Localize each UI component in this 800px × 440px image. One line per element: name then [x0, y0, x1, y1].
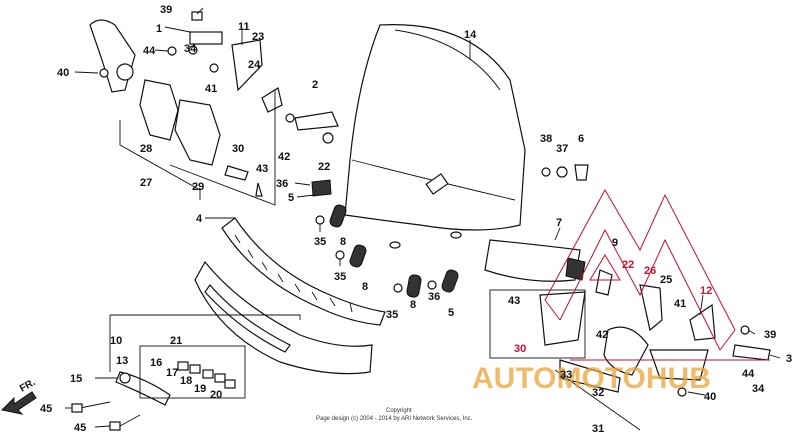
front-direction-indicator: FR. [0, 377, 38, 415]
callout-14: 14 [464, 29, 477, 41]
callout-21: 21 [170, 335, 182, 347]
callout-8-b: 8 [362, 281, 368, 293]
callout-31: 31 [592, 423, 604, 435]
callout-40-b: 40 [704, 391, 716, 403]
callout-23: 23 [252, 31, 264, 43]
callout-30: 30 [232, 143, 244, 155]
callout-42: 42 [278, 151, 290, 163]
callout-3: 3 [786, 353, 792, 365]
callout-15: 15 [70, 373, 82, 385]
lower-right-assembly [539, 269, 771, 397]
callout-22: 22 [318, 161, 330, 173]
callout-37: 37 [556, 143, 568, 155]
copyright-title: Copyright [386, 408, 412, 414]
callout-20: 20 [210, 389, 222, 401]
callout-35: 35 [314, 236, 326, 248]
callout-44: 44 [143, 45, 156, 57]
callout-16: 16 [150, 357, 162, 369]
callout-40: 40 [57, 67, 69, 79]
windscreen [344, 24, 526, 249]
callout-18: 18 [180, 375, 192, 387]
callout-44-b: 44 [742, 368, 755, 380]
callout-35-b: 35 [334, 271, 346, 283]
callout-13: 13 [116, 355, 128, 367]
callout-25: 25 [660, 274, 672, 286]
callout-28: 28 [140, 143, 152, 155]
callout-45-b: 45 [74, 422, 86, 434]
callout-12: 12 [700, 285, 712, 297]
callout-34-b: 34 [752, 383, 765, 395]
callout-30-b: 30 [514, 343, 526, 355]
callout-41: 41 [205, 83, 217, 95]
callout-19: 19 [194, 383, 206, 395]
callout-1: 1 [156, 23, 162, 35]
watermark-text: AUTOMOTOHUB [472, 362, 711, 395]
watermark-logo: AUTOMOTOHUB [472, 188, 770, 395]
hardware-top-right [541, 164, 589, 181]
callout-32: 32 [592, 387, 604, 399]
callout-26: 26 [644, 265, 656, 277]
callout-11: 11 [238, 21, 250, 33]
inner-cowl [194, 260, 373, 375]
bracket-29 [174, 99, 221, 166]
callout-36: 36 [276, 178, 288, 190]
callout-43: 43 [256, 163, 268, 175]
screws-35 [315, 215, 437, 293]
small-fasteners-top [99, 11, 339, 197]
callout-39: 39 [160, 4, 172, 16]
callout-42-b: 42 [596, 329, 608, 341]
callout-38: 38 [540, 133, 552, 145]
callout-10: 10 [110, 335, 122, 347]
callout-5-b: 5 [448, 307, 454, 319]
callout-6: 6 [578, 133, 584, 145]
group-boxes [109, 90, 641, 431]
callout-34: 34 [184, 43, 197, 55]
callout-5: 5 [288, 192, 294, 204]
callout-33: 33 [560, 369, 572, 381]
callout-labels: 39 1 11 23 44 34 40 24 41 2 28 27 30 43 … [40, 4, 792, 435]
callout-2: 2 [312, 79, 318, 91]
callout-45: 45 [40, 403, 52, 415]
front-label: FR. [18, 377, 38, 395]
lower-left-bracket-group [71, 361, 236, 431]
mirror-assembly [89, 19, 179, 141]
callout-22-b: 22 [622, 259, 634, 271]
callout-7: 7 [556, 217, 562, 229]
copyright-notice: Page design (c) 2004 - 2014 by ARI Netwo… [316, 416, 473, 422]
callout-27: 27 [140, 177, 152, 189]
callout-8: 8 [340, 236, 346, 248]
callout-17: 17 [166, 367, 178, 379]
right-side-panel [484, 239, 586, 282]
callout-41-b: 41 [674, 298, 686, 310]
callout-4: 4 [196, 213, 203, 225]
callout-36-b: 36 [428, 291, 440, 303]
callout-9: 9 [612, 237, 618, 249]
callout-24: 24 [248, 59, 261, 71]
callout-8-c: 8 [410, 299, 416, 311]
callout-43-b: 43 [508, 295, 520, 307]
callout-29: 29 [192, 181, 204, 193]
lower-trim-strip [221, 217, 386, 326]
rubber-grommets [329, 204, 459, 298]
callout-39-b: 39 [764, 329, 776, 341]
callout-35-c: 35 [386, 309, 398, 321]
